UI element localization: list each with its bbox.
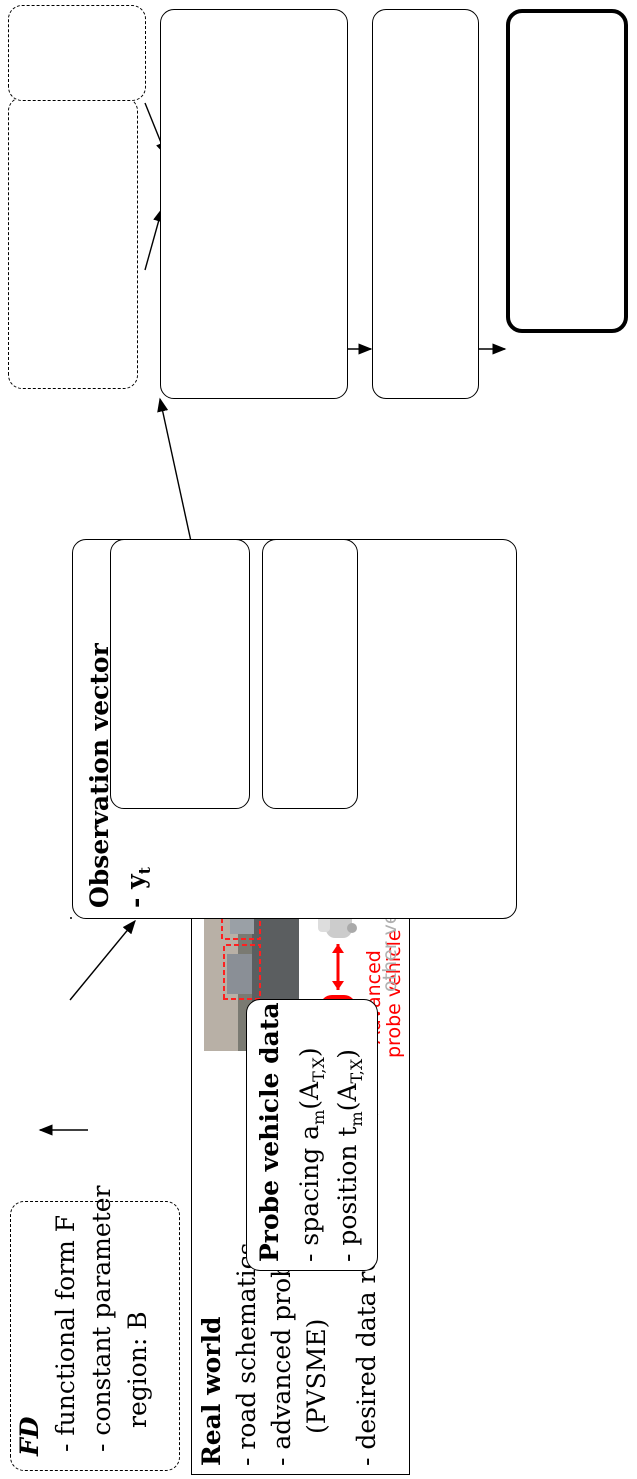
filter-ensemble-box [372,9,479,399]
arrow-fd-to-observation [69,919,136,1001]
probe-line-1: - spacing am(AT,X) [295,1047,334,1262]
fd-line-2: - constant parameter [87,1185,116,1452]
probe-line-1-sub2: T,X [309,1057,328,1082]
probe-line-1-end: ) [295,1047,324,1058]
probe-title: Probe vehicle data [255,1002,284,1262]
noise-terms-box [8,97,138,389]
fd-box: FD - functional form F - constant parame… [10,1186,180,1471]
probe-line-2: - position tm(AT,X) [333,1049,372,1262]
probe-line-1-rest: (A [295,1081,324,1110]
data-assimilation-box [160,9,348,399]
probe-line-1-text: - spacing a [295,1124,324,1262]
observation-line-1: - yt [121,867,160,908]
probe-line-2-text: - position t [333,1126,362,1262]
probe-vehicle-data-box: Probe vehicle data - spacing am(AT,X) - … [246,999,378,1271]
fd-line-1: - functional form F [51,1214,80,1452]
fd-title: FD [15,1416,44,1456]
arrow-noise-to-assimilation [144,207,165,271]
spacing-arrow [332,944,344,990]
estimation-result-box [506,9,628,333]
conservation-law-box [8,5,146,101]
probe-line-2-rest: (A [333,1083,362,1112]
probe-line-2-sub: m [347,1111,366,1127]
observation-y: - y [121,874,150,908]
fd-line-3: region: B [123,1311,152,1428]
probe-line-2-end: ) [333,1048,362,1059]
traffic-state-box [262,539,358,809]
fundamental-diagram-box [110,539,250,809]
probe-line-2-sub2: T,X [347,1058,366,1084]
probe-line-1-sub: m [309,1109,328,1125]
observation-y-sub: t [135,867,154,875]
observation-vector-box [70,917,72,919]
